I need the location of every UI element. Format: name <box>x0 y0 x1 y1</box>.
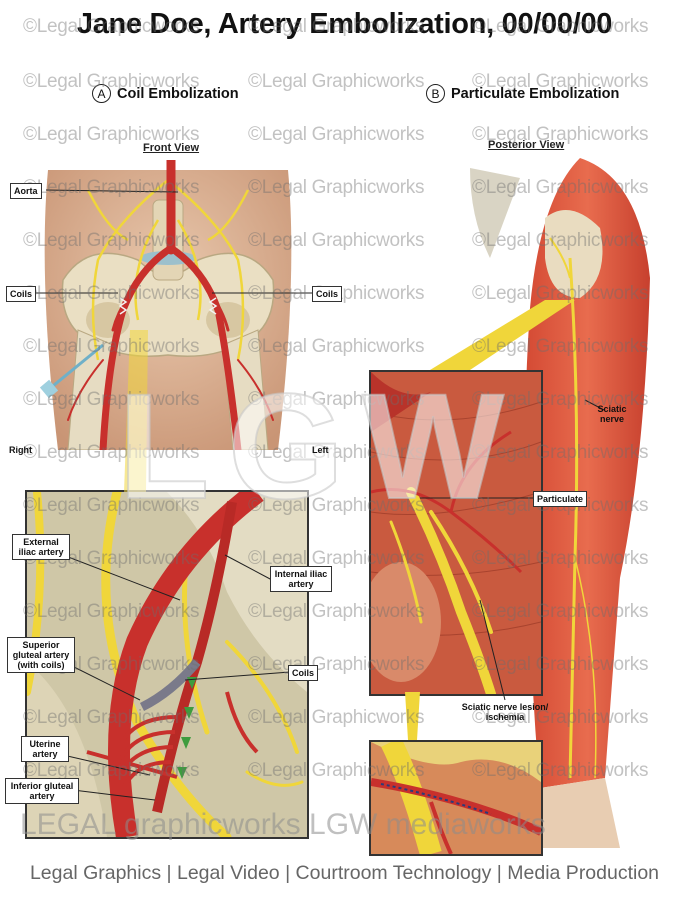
label-right-side: Right <box>9 445 32 455</box>
watermark: ©Legal Graphicworks <box>472 336 649 357</box>
label-sciatic-lesion: Sciatic nerve lesion/ ischemia <box>461 702 549 722</box>
particle-closeup-illustration <box>369 740 543 856</box>
section-b-letter: B <box>426 84 445 103</box>
watermark: ©Legal Graphicworks <box>248 442 425 463</box>
watermark: ©Legal Graphicworks <box>472 760 649 781</box>
section-b-label: Particulate Embolization <box>451 85 620 102</box>
watermark: ©Legal Graphicworks <box>472 230 649 251</box>
watermark: ©Legal Graphicworks <box>248 389 425 410</box>
watermark: ©Legal Graphicworks <box>248 548 425 569</box>
watermark: ©Legal Graphicworks <box>23 389 200 410</box>
label-left-side: Left <box>312 445 329 455</box>
pelvis-front-illustration <box>28 160 308 450</box>
watermark: ©Legal Graphicworks <box>248 336 425 357</box>
label-internal-iliac: Internal iliac artery <box>270 566 332 592</box>
watermark: ©Legal Graphicworks <box>472 71 649 92</box>
watermark: ©Legal Graphicworks <box>248 760 425 781</box>
watermark: ©Legal Graphicworks <box>472 16 649 37</box>
section-a-letter: A <box>92 84 111 103</box>
label-coils-detail: Coils <box>288 665 319 681</box>
watermark: ©Legal Graphicworks <box>23 177 200 198</box>
watermark: ©Legal Graphicworks <box>472 442 649 463</box>
label-inferior-gluteal: Inferior gluteal artery <box>5 778 79 804</box>
page-title: Jane Doe, Artery Embolization, 00/00/00 <box>76 8 613 40</box>
watermark: ©Legal Graphicworks <box>23 495 200 516</box>
watermark: ©Legal Graphicworks <box>23 707 200 728</box>
watermark: ©Legal Graphicworks <box>248 16 425 37</box>
watermark: ©Legal Graphicworks <box>472 177 649 198</box>
section-b-heading: B Particulate Embolization <box>426 84 619 103</box>
footer-tagline: Legal Graphics | Legal Video | Courtroom… <box>29 862 660 884</box>
watermark: ©Legal Graphicworks <box>248 495 425 516</box>
watermark: ©Legal Graphicworks <box>23 16 200 37</box>
watermark: ©Legal Graphicworks <box>23 760 200 781</box>
watermark: ©Legal Graphicworks <box>248 177 425 198</box>
watermark: ©Legal Graphicworks <box>472 601 649 622</box>
watermark: ©Legal Graphicworks <box>472 548 649 569</box>
front-view-title: Front View <box>143 142 200 154</box>
label-sciatic-nerve: Sciatic nerve <box>597 404 627 424</box>
watermark: ©Legal Graphicworks <box>472 124 649 145</box>
label-coils-right: Coils <box>6 286 37 302</box>
label-uterine-artery: Uterine artery <box>21 736 69 762</box>
watermark: ©Legal Graphicworks <box>248 71 425 92</box>
label-aorta: Aorta <box>10 183 42 199</box>
watermark: ©Legal Graphicworks <box>472 283 649 304</box>
watermark: ©Legal Graphicworks <box>248 654 425 675</box>
lgw-watermark-logo: LGW <box>117 361 522 531</box>
label-external-iliac: External iliac artery <box>12 534 70 560</box>
label-particulate: Particulate <box>533 491 588 507</box>
watermark: ©Legal Graphicworks <box>472 707 649 728</box>
watermark: ©Legal Graphicworks <box>23 601 200 622</box>
section-a-label: Coil Embolization <box>117 85 239 102</box>
section-a-heading: A Coil Embolization <box>92 84 239 103</box>
watermark: ©Legal Graphicworks <box>23 442 200 463</box>
watermark: ©Legal Graphicworks <box>472 389 649 410</box>
watermark: ©Legal Graphicworks <box>472 654 649 675</box>
label-coils-left: Coils <box>312 286 343 302</box>
label-superior-gluteal: Superior gluteal artery (with coils) <box>7 637 75 673</box>
watermark: ©Legal Graphicworks <box>23 124 200 145</box>
watermark: ©Legal Graphicworks <box>23 230 200 251</box>
particulate-detail-illustration <box>369 370 543 696</box>
watermark: ©Legal Graphicworks <box>23 283 200 304</box>
watermark: ©Legal Graphicworks <box>248 707 425 728</box>
watermark: ©Legal Graphicworks <box>23 336 200 357</box>
posterior-view-title: Posterior View <box>488 139 565 151</box>
watermark: ©Legal Graphicworks <box>248 124 425 145</box>
watermark: ©Legal Graphicworks <box>23 71 200 92</box>
watermark: ©Legal Graphicworks <box>248 230 425 251</box>
watermark: ©Legal Graphicworks <box>248 601 425 622</box>
footer-watermark-logo: LEGAL graphicworks LGW mediaworks <box>20 808 546 841</box>
